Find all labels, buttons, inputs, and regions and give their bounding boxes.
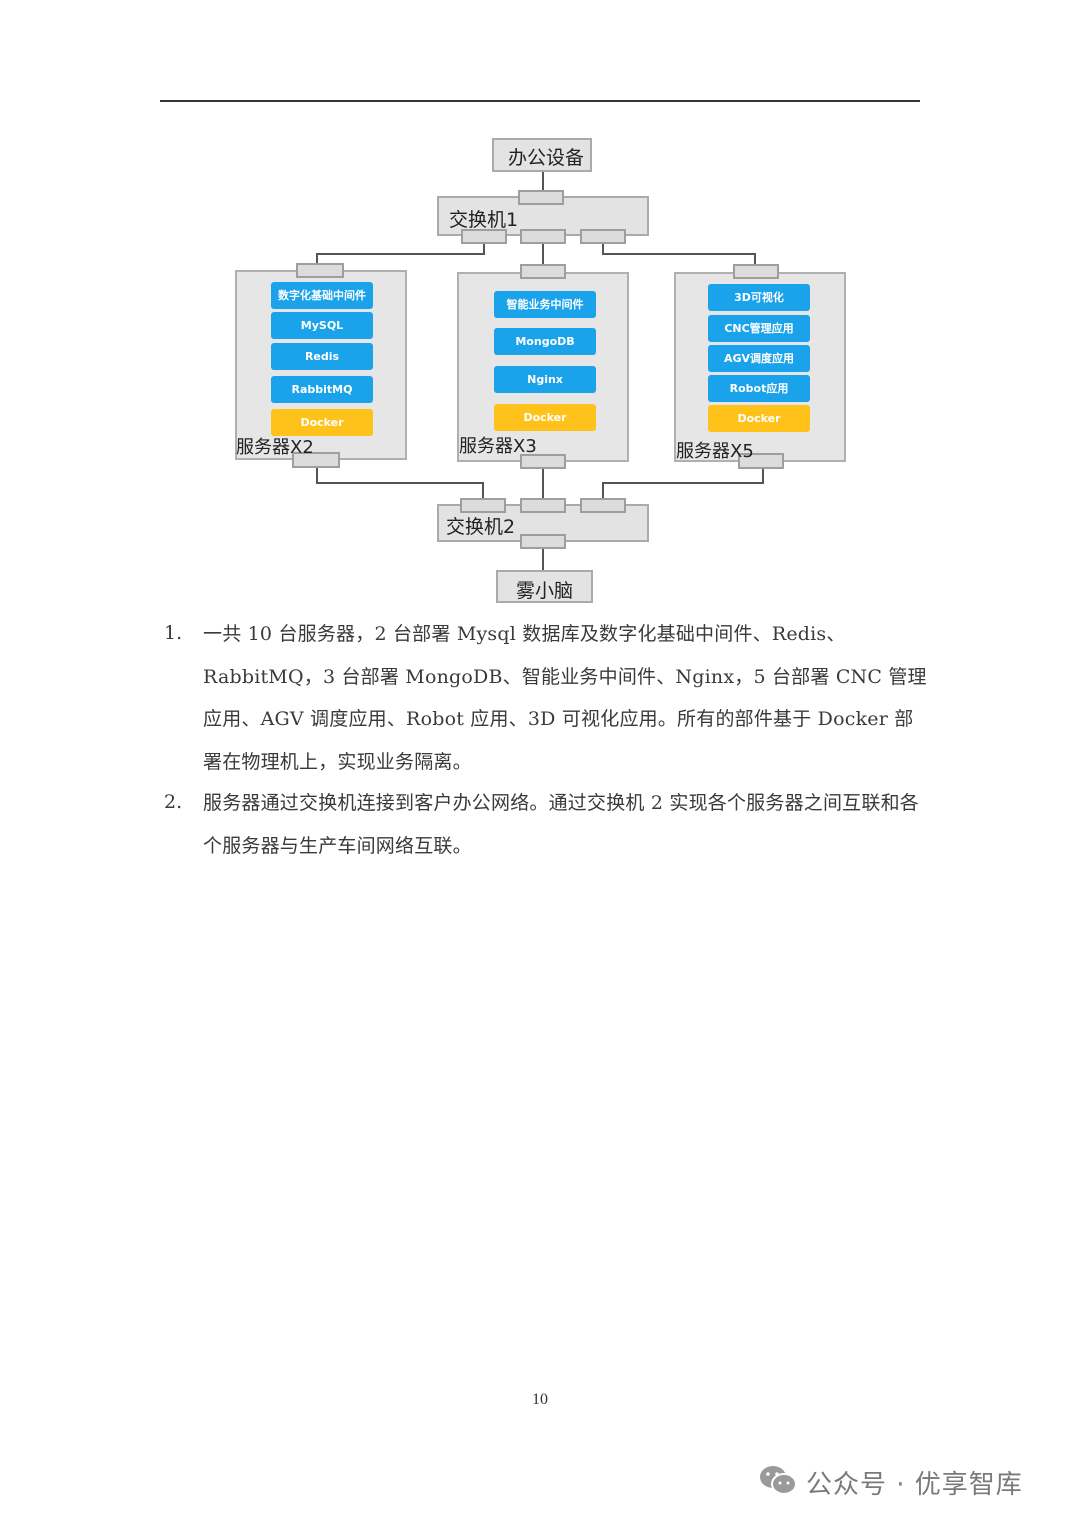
watermark: 公众号 · 优享智库 — [758, 1462, 1023, 1502]
list-item: 1. 一共 10 台服务器，2 台部署 Mysql 数据库及数字化基础中间件、R… — [160, 613, 930, 783]
server-x5-label: 服务器X5 — [676, 441, 754, 462]
connector-line — [483, 243, 485, 255]
connector-line — [316, 253, 485, 255]
switch1-port-middle — [520, 229, 566, 244]
docker-block: Docker — [271, 409, 373, 436]
connector-line — [762, 468, 764, 484]
connector-line — [602, 253, 756, 255]
list-item-number: 2. — [164, 791, 183, 813]
connector-line — [482, 482, 484, 499]
network-diagram: 办公设备 交换机1 数字化基础中间件 MySQL Redis RabbitMQ … — [0, 0, 1080, 610]
service-block: 数字化基础中间件 — [271, 282, 373, 309]
switch1-label: 交换机1 — [449, 209, 519, 231]
service-block: 智能业务中间件 — [494, 291, 596, 318]
service-block: CNC管理应用 — [708, 315, 810, 342]
service-block: RabbitMQ — [271, 376, 373, 403]
connector-line — [602, 482, 764, 484]
list-item-text: 一共 10 台服务器，2 台部署 Mysql 数据库及数字化基础中间件、Redi… — [203, 623, 927, 773]
top-rule — [160, 100, 920, 102]
switch1-port-left — [461, 229, 507, 244]
fog-brain-box: 雾小脑 — [496, 570, 593, 603]
list-item: 2. 服务器通过交换机连接到客户办公网络。通过交换机 2 实现各个服务器之间互联… — [160, 782, 930, 867]
connector-line — [542, 468, 544, 499]
switch1-port-top — [518, 190, 564, 205]
connector-line — [542, 170, 544, 192]
connector-line — [542, 549, 544, 571]
connector-line — [316, 482, 484, 484]
list-item-number: 1. — [164, 622, 183, 644]
connector-line — [602, 243, 604, 255]
wechat-icon — [758, 1463, 798, 1501]
switch2-port-right — [580, 498, 626, 513]
service-block: 3D可视化 — [708, 284, 810, 311]
docker-block: Docker — [494, 404, 596, 431]
service-block: Redis — [271, 343, 373, 370]
server-x5-port-bottom — [738, 453, 784, 469]
switch2-port-left — [460, 498, 506, 513]
list-item-text: 服务器通过交换机连接到客户办公网络。通过交换机 2 实现各个服务器之间互联和各个… — [203, 792, 919, 857]
server-x3-port-top — [520, 264, 566, 279]
connector-line — [316, 253, 318, 265]
switch1-port-right — [580, 229, 626, 244]
server-x3-port-bottom — [520, 454, 566, 469]
docker-block: Docker — [708, 405, 810, 432]
connector-line — [542, 243, 544, 265]
fog-brain-label: 雾小脑 — [516, 580, 574, 602]
service-block: AGV调度应用 — [708, 345, 810, 372]
office-equipment-box: 办公设备 — [492, 138, 592, 172]
connector-line — [754, 253, 756, 266]
watermark-text: 公众号 · 优享智库 — [806, 1469, 1023, 1500]
switch2-label: 交换机2 — [446, 516, 516, 538]
service-block: MySQL — [271, 312, 373, 339]
server-x2-label: 服务器X2 — [236, 437, 314, 458]
server-x5-port-top — [733, 264, 779, 279]
server-x2-port-top — [296, 263, 344, 278]
service-block: MongoDB — [494, 328, 596, 355]
switch2-port-bottom — [520, 534, 566, 549]
page-number: 10 — [532, 1391, 548, 1408]
office-equipment-label: 办公设备 — [508, 147, 585, 169]
server-x3-label: 服务器X3 — [459, 436, 537, 457]
server-x2-port-bottom — [292, 452, 340, 468]
connector-line — [602, 482, 604, 499]
switch2-port-middle — [520, 498, 566, 513]
service-block: Robot应用 — [708, 375, 810, 402]
service-block: Nginx — [494, 366, 596, 393]
connector-line — [316, 468, 318, 484]
